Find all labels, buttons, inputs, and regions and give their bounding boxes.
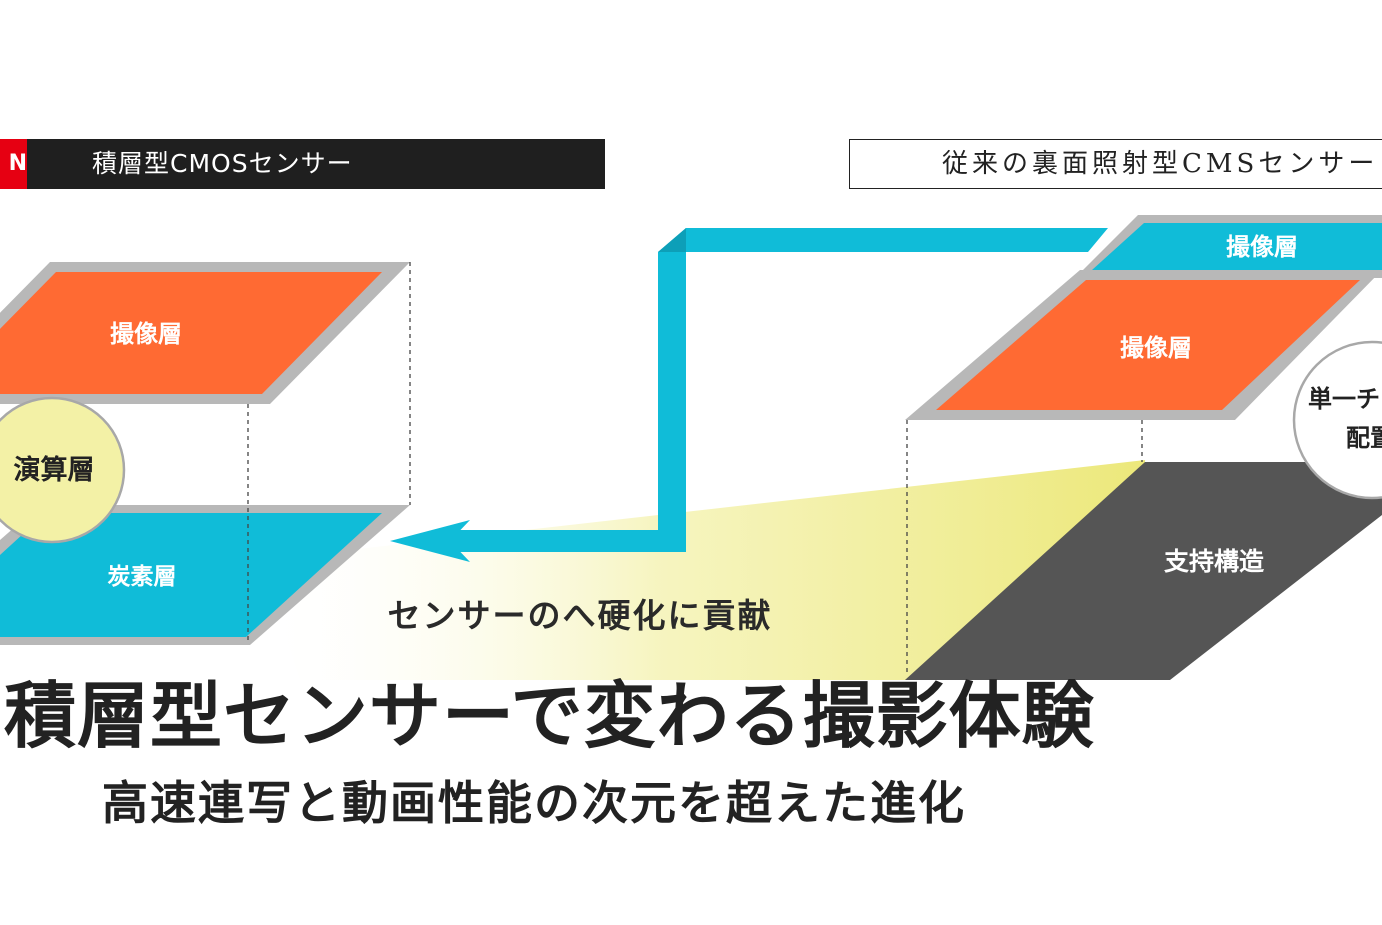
support-structure-label: 支持構造 [1164,547,1264,576]
stacked-sensor-header: N 積層型CMOSセンサー [0,139,605,189]
right-circle-label-1: 単一チ [1308,385,1380,413]
right-top-layer [1092,223,1382,270]
conventional-sensor-title: 従来の裏面照射型CMSセンサー [942,149,1379,179]
left-bottom-layer-label: 炭素層 [108,563,177,590]
left-top-layer-label: 撮像層 [110,320,182,348]
new-badge: N [0,139,27,189]
left-top-layer [0,272,382,394]
right-support-structure [905,462,1382,680]
stacked-sensor-title: 積層型CMOSセンサー [92,149,353,178]
right-middle-layer-label: 撮像層 [1120,334,1192,362]
right-middle-layer [936,280,1360,410]
light-beam [260,460,1145,680]
flow-arrow-fold [658,228,686,252]
arrow-caption: センサーのへ硬化に貢献 [388,596,773,635]
left-circle-label: 演算層 [14,454,95,486]
right-circle-label-2: 配置 [1346,424,1382,452]
left-bottom-layer [0,513,382,637]
main-title: 積層型センサーで変わる撮影体験 [4,674,1095,758]
right-top-layer-label: 撮像層 [1226,233,1298,261]
sub-title: 高速連写と動画性能の次元を超えた進化 [102,776,966,830]
right-chip-circle [1292,340,1382,500]
left-compute-circle [0,396,126,544]
flow-arrow-head [390,520,470,562]
conventional-sensor-header: 従来の裏面照射型CMSセンサー [849,139,1382,189]
